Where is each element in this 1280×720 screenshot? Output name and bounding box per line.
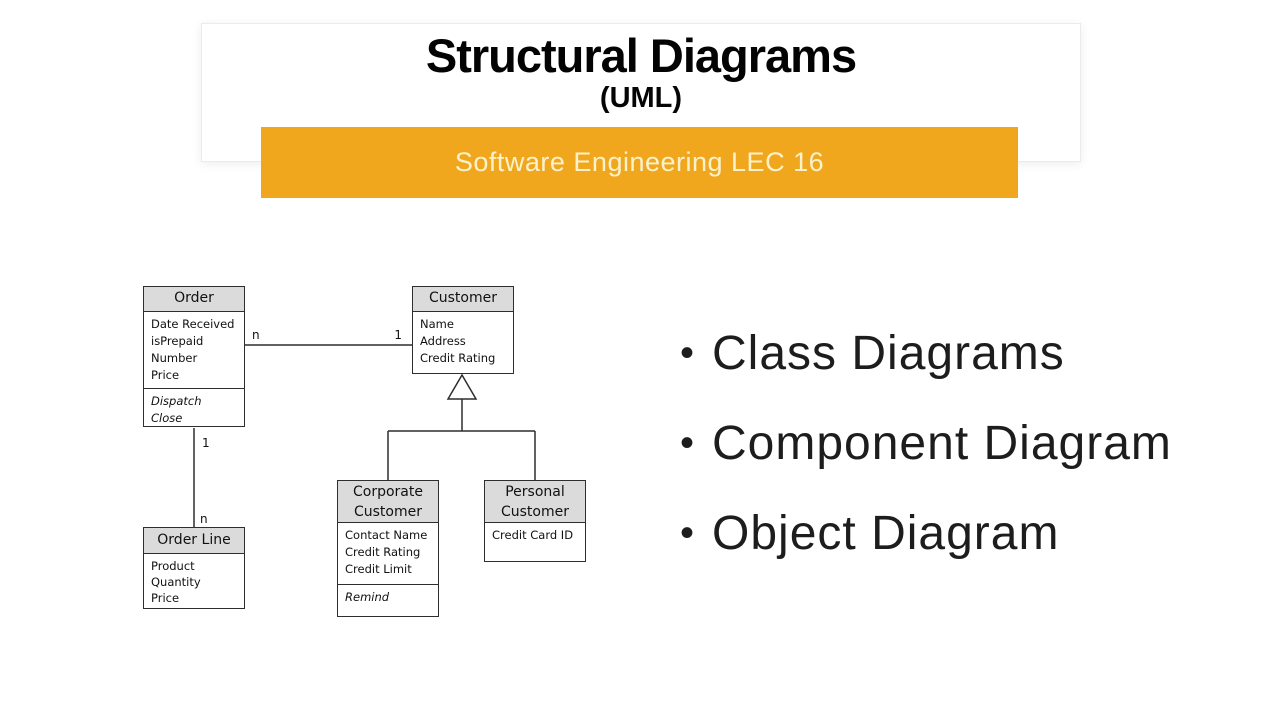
- class-name: Corporate Customer: [338, 481, 438, 523]
- class-name: Customer: [413, 287, 513, 312]
- bullet-label: Component Diagram: [712, 416, 1172, 470]
- bullet-icon: •: [680, 420, 695, 465]
- multiplicity-order-side: n: [252, 328, 260, 342]
- lecture-banner-label: Software Engineering LEC 16: [454, 147, 825, 177]
- attribute: Credit Limit: [345, 562, 412, 576]
- generalization-triangle-icon: [446, 373, 478, 400]
- bullet-label: Class Diagrams: [712, 326, 1065, 380]
- lecture-banner: Software Engineering LEC 16: [261, 127, 1018, 198]
- attribute: Date Received: [151, 317, 235, 331]
- list-item: • Object Diagram: [680, 488, 1172, 578]
- multiplicity-customer-side: 1: [394, 328, 402, 342]
- operation: Close: [151, 411, 183, 425]
- class-name: Order: [144, 287, 244, 312]
- operation: Dispatch: [151, 394, 202, 408]
- class-operations: Remind: [338, 584, 438, 616]
- attribute: Price: [151, 591, 180, 605]
- bullet-label: Object Diagram: [712, 506, 1060, 560]
- attribute: Name: [420, 317, 454, 331]
- class-name: Personal Customer: [485, 481, 585, 523]
- operation: Remind: [345, 590, 390, 604]
- class-box-corporate-customer: Corporate Customer Contact Name Credit R…: [337, 480, 439, 617]
- attribute: Quantity: [151, 575, 201, 589]
- attribute: Credit Card ID: [492, 528, 574, 542]
- class-attributes: Contact Name Credit Rating Credit Limit: [338, 523, 438, 584]
- class-attributes: Credit Card ID: [485, 523, 585, 561]
- attribute: Price: [151, 368, 180, 382]
- attribute: Number: [151, 351, 198, 365]
- attribute: Product: [151, 559, 195, 573]
- class-operations: Dispatch Close: [144, 388, 244, 426]
- bullet-list: • Class Diagrams • Component Diagram • O…: [680, 308, 1172, 578]
- class-attributes: Name Address Credit Rating: [413, 312, 513, 373]
- multiplicity-order-top: 1: [202, 436, 210, 450]
- class-attributes: Date Received isPrepaid Number Price: [144, 312, 244, 388]
- slide-subtitle: (UML): [599, 82, 683, 114]
- attribute: Credit Rating: [345, 545, 421, 559]
- class-box-order: Order Date Received isPrepaid Number Pri…: [143, 286, 245, 427]
- generalization-lines: [387, 399, 536, 480]
- list-item: • Component Diagram: [680, 398, 1172, 488]
- attribute: isPrepaid: [151, 334, 204, 348]
- bullet-icon: •: [680, 330, 695, 375]
- slide-title: Structural Diagrams: [425, 29, 857, 82]
- attribute: Credit Rating: [420, 351, 496, 365]
- bullet-icon: •: [680, 510, 695, 555]
- class-attributes: Product Quantity Price: [144, 554, 244, 608]
- class-name: Order Line: [144, 528, 244, 554]
- class-box-customer: Customer Name Address Credit Rating: [412, 286, 514, 374]
- multiplicity-orderline-bottom: n: [200, 512, 208, 526]
- attribute: Contact Name: [345, 528, 428, 542]
- attribute: Address: [420, 334, 466, 348]
- class-box-personal-customer: Personal Customer Credit Card ID: [484, 480, 586, 562]
- list-item: • Class Diagrams: [680, 308, 1172, 398]
- class-box-order-line: Order Line Product Quantity Price: [143, 527, 245, 609]
